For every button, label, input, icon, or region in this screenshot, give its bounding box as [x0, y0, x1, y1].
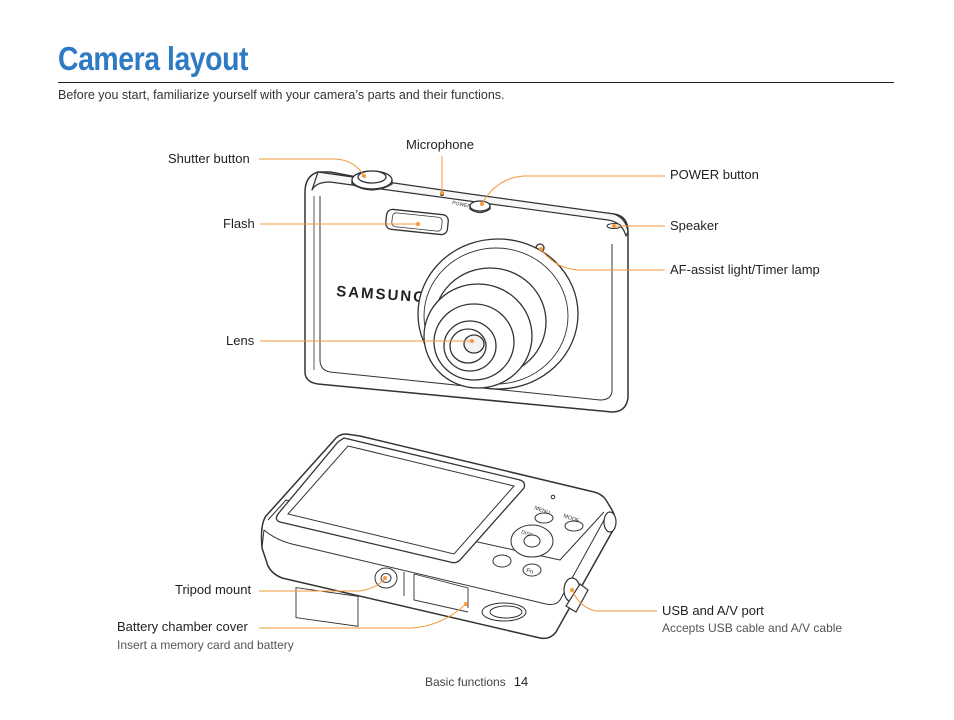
flash-art: [385, 208, 449, 236]
label-usb-port: USB and A/V port: [662, 603, 764, 618]
lcd-screen-art: [275, 437, 526, 564]
label-usb-sub: Accepts USB cable and A/V cable: [662, 621, 843, 635]
page-number: 14: [513, 674, 529, 689]
footer-section: Basic functions: [425, 675, 506, 689]
shutter-button-art: [351, 170, 393, 191]
callout-line-usb: [571, 589, 657, 612]
brand-logo: SAMSUNG: [336, 283, 428, 306]
label-battery-sub: Insert a memory card and battery: [117, 638, 294, 652]
callout-line-af-assist: [540, 248, 665, 271]
power-button-art: [469, 200, 491, 214]
intro-text: Before you start, familiarize yourself w…: [58, 88, 505, 102]
callout-line-battery: [259, 603, 467, 629]
label-lens: Lens: [226, 333, 255, 348]
label-power-button: POWER button: [670, 167, 759, 182]
label-battery-cover: Battery chamber cover: [117, 619, 248, 634]
page-title: Camera layout: [58, 40, 249, 77]
page-footer: Basic functions 14: [425, 674, 528, 689]
menu-button-text: MENU: [533, 505, 550, 516]
label-shutter-button: Shutter button: [168, 151, 250, 166]
title-divider: [58, 82, 894, 83]
power-button-text: POWER: [452, 200, 472, 210]
back-buttons-art: [492, 494, 584, 577]
callout-line-shutter: [259, 158, 365, 177]
label-speaker: Speaker: [670, 218, 719, 233]
fn-button-text: Fn: [525, 568, 533, 576]
label-flash: Flash: [223, 216, 255, 231]
label-tripod-mount: Tripod mount: [175, 582, 252, 597]
label-af-assist: AF-assist light/Timer lamp: [670, 262, 820, 277]
lens-art: [417, 238, 579, 390]
callout-line-tripod: [259, 577, 386, 592]
callout-line-power: [481, 175, 665, 205]
mode-button-text: MODE: [562, 513, 580, 524]
disp-button-text: DISP: [520, 529, 534, 539]
callout-lines: [259, 156, 665, 629]
bottom-details-art: [295, 567, 527, 627]
label-microphone: Microphone: [406, 137, 474, 152]
callout-dots: [362, 174, 616, 606]
